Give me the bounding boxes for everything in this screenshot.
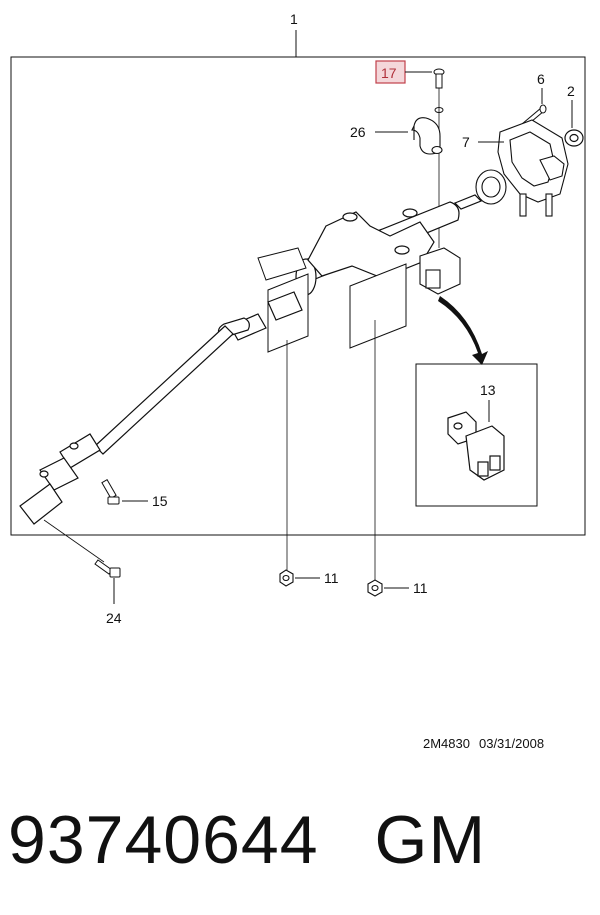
- callout-17: 17: [381, 65, 397, 81]
- callout-7: 7: [462, 134, 470, 150]
- steering-column-exploded-diagram: 1 17 26 6 2 7: [10, 11, 586, 626]
- drawing-code: 2M4830: [423, 736, 470, 751]
- nut-11b: [367, 579, 383, 597]
- callout-24: 24: [106, 610, 122, 626]
- callout-13: 13: [480, 382, 496, 398]
- callout-26: 26: [350, 124, 366, 140]
- drawing-reference: 2M4830 03/31/2008: [423, 736, 553, 751]
- nut-2: [564, 129, 584, 147]
- detail-arrow: [438, 296, 488, 365]
- callout-11a: 11: [324, 570, 339, 586]
- part-number: 93740644: [8, 802, 319, 878]
- ignition-lock-housing-7: [475, 119, 569, 217]
- detail-inset-box: [415, 363, 538, 507]
- callout-11b: 11: [413, 580, 428, 596]
- manufacturer: GM: [374, 802, 487, 878]
- assembly-frame: [10, 56, 586, 536]
- callout-6: 6: [537, 71, 545, 87]
- callout-2: 2: [567, 83, 575, 99]
- bolt-24: [94, 559, 121, 578]
- intermediate-shaft: [94, 291, 303, 455]
- lower-universal-joint: [19, 433, 101, 525]
- bolt-15: [101, 479, 120, 505]
- callout-1: 1: [290, 11, 298, 27]
- connector-13: [447, 411, 505, 481]
- leader-24-axis: [43, 519, 105, 563]
- clamp-26: [411, 117, 443, 155]
- switch-block: [419, 247, 461, 295]
- callout-15: 15: [152, 493, 168, 509]
- part-identifier: 93740644 GM: [8, 800, 486, 880]
- drawing-date: 03/31/2008: [478, 736, 545, 751]
- nut-11a: [279, 569, 294, 587]
